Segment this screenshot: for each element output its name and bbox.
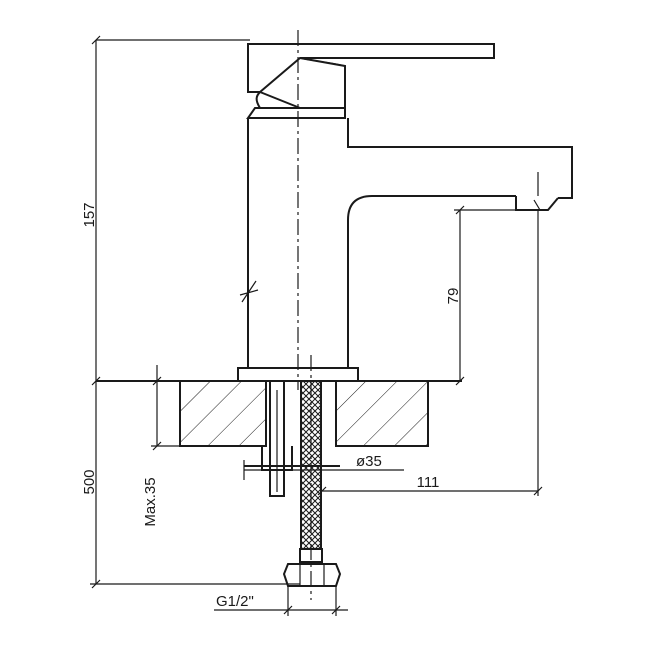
label-connection-thread: G1/2": [216, 593, 254, 610]
dimension-lines: [90, 35, 543, 616]
label-below-deck-length: 500: [81, 469, 98, 494]
faucet-body: [237, 30, 573, 390]
base-flange: [237, 367, 359, 382]
label-spout-reach: 111: [417, 474, 440, 491]
label-spout-height: 79: [445, 288, 462, 305]
label-hole-diameter: ø35: [356, 453, 382, 470]
label-overall-height: 157: [81, 202, 98, 227]
lever-handle: [247, 43, 495, 93]
hose-connector-nut: [282, 563, 342, 587]
stud-bolt: [269, 380, 285, 497]
countertop-section: [96, 380, 462, 447]
dimension-labels: 157 500 79 Max.35 ø35 111 G1/2": [81, 202, 462, 610]
aerator: [515, 196, 559, 211]
label-max-deck-thickness: Max.35: [142, 477, 159, 526]
